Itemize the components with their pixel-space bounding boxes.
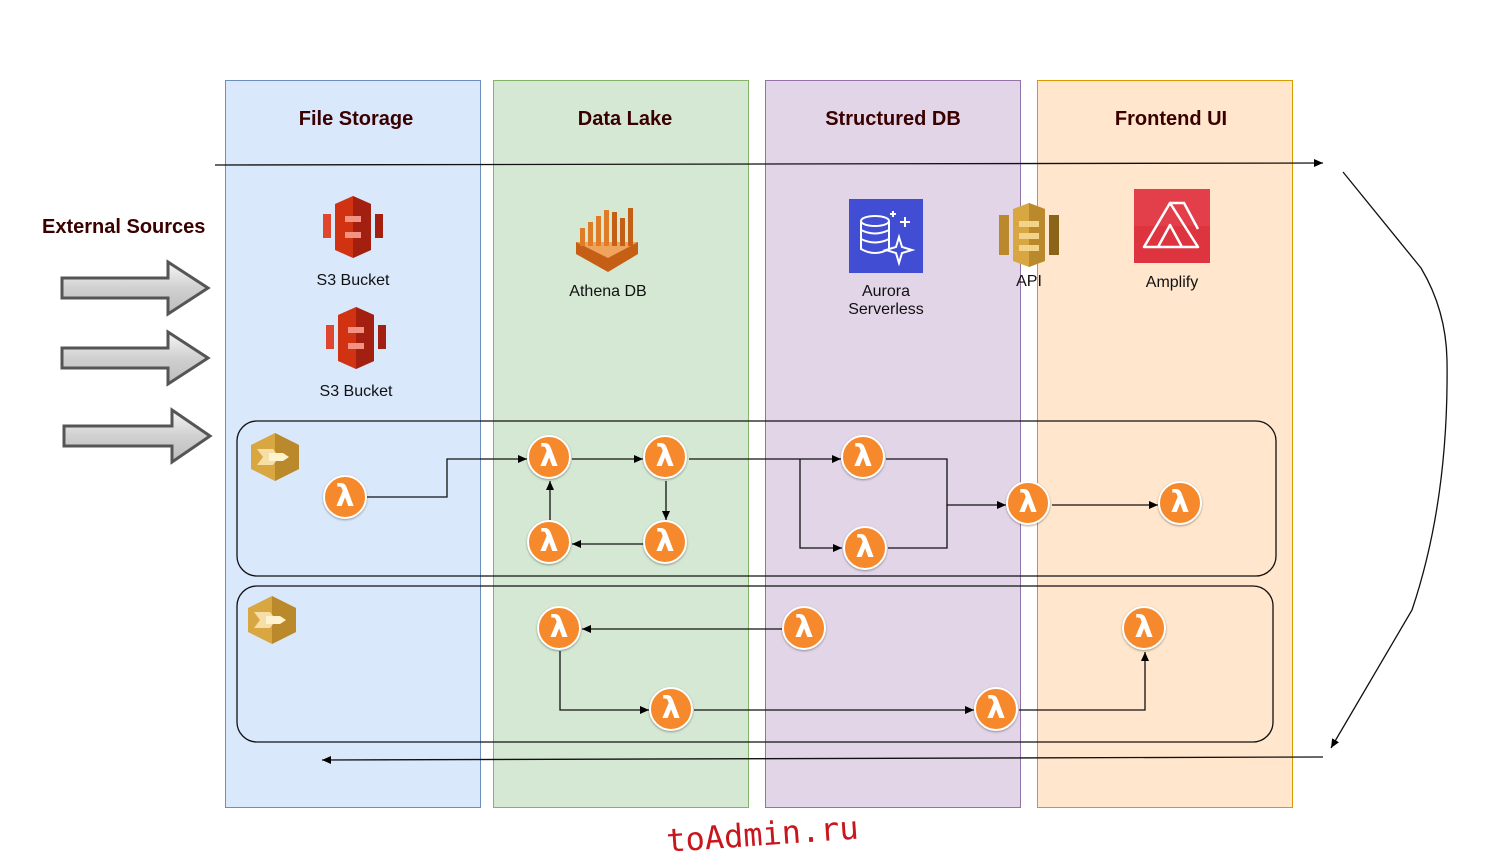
bottom-flow-arrow [321,755,1324,764]
lane-title-file-storage: File Storage [298,108,414,130]
lambda-icon: λ [1122,606,1166,650]
lane-title-data-lake: Data Lake [577,108,673,130]
s3-bucket-icon [323,196,383,258]
amplify-label: Amplify [1145,274,1199,291]
amplify-icon [1134,189,1210,263]
lambda-icon: λ [841,435,885,479]
lambda-icon: λ [649,687,693,731]
step-functions-icon [251,433,299,481]
s3-bucket-label: S3 Bucket [316,272,390,289]
lambda-icon: λ [643,520,687,564]
lambda-icon: λ [782,606,826,650]
external-source-arrow-2 [60,329,211,387]
lane-title-frontend-ui: Frontend UI [1114,108,1228,130]
top-flow-arrow [214,159,1324,168]
lambda-icon: λ [1006,481,1050,525]
edge-p2-l0-l2 [559,651,649,714]
edge-p1-l2-l6 [799,459,842,552]
lambda-icon: λ [1158,481,1202,525]
aurora-label-line1: Aurora [861,283,911,300]
s3-bucket-label: S3 Bucket [319,383,393,400]
api-gateway-icon [999,203,1059,267]
edge-p1-l0-l1 [367,455,527,498]
athena-label: Athena DB [569,283,647,300]
lambda-icon: λ [537,606,581,650]
aurora-icon [849,199,923,273]
lambda-icon: λ [643,435,687,479]
lane-title-structured-db: Structured DB [825,108,961,130]
athena-icon [576,208,638,272]
external-source-arrow-3 [62,407,213,465]
lambda-icon: λ [527,520,571,564]
lambda-icon: λ [527,435,571,479]
external-source-arrow-1 [60,259,211,317]
aurora-label-line2: Serverless [848,301,924,318]
lambda-icon: λ [323,475,367,519]
external-sources-title: External Sources [42,216,206,238]
edge-p1-l6-l7 [888,505,948,549]
api-label: API [1016,273,1042,290]
pipeline-container-1 [236,420,1277,577]
edge-p1-l5-l7 [886,458,1006,509]
right-return-curve [1330,171,1448,749]
pipeline-container-2 [236,585,1274,743]
s3-bucket-icon [326,307,386,369]
edge-p2-l3-l4 [1019,652,1149,711]
step-functions-icon [248,596,296,644]
lambda-icon: λ [843,526,887,570]
lambda-icon: λ [974,687,1018,731]
